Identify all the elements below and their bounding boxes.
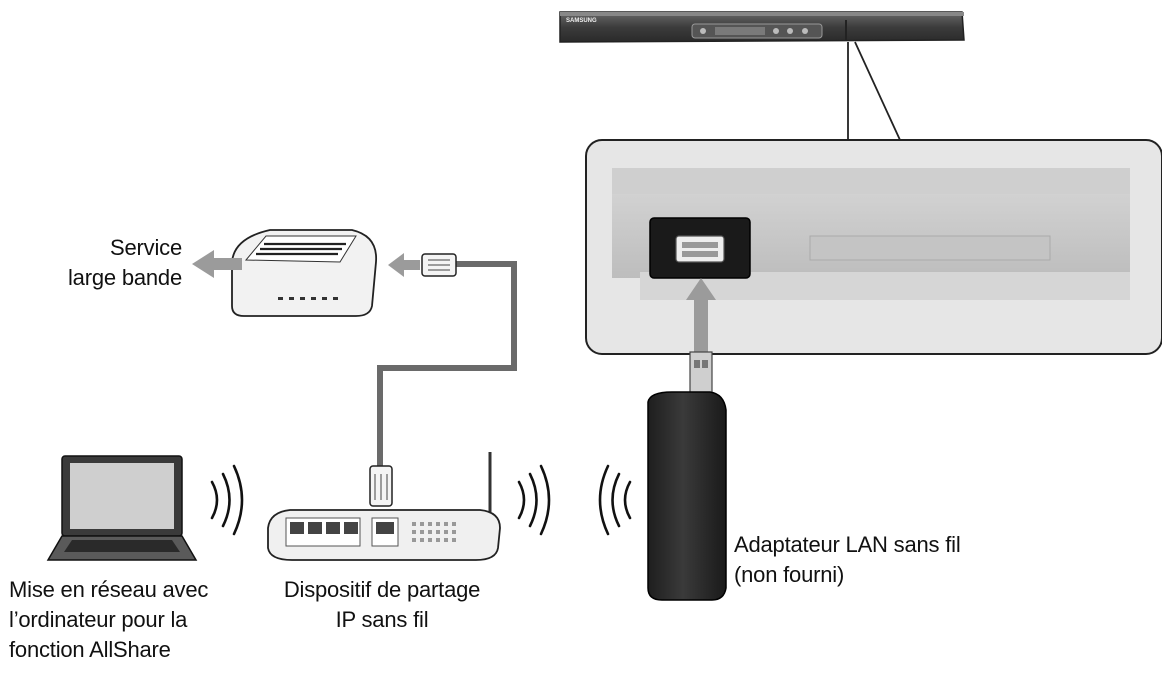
callout-lines xyxy=(847,41,901,141)
broadband-label-line-1: Service xyxy=(110,235,182,260)
broadband-label-line-2: large bande xyxy=(67,265,182,290)
player-brand-text: SAMSUNG xyxy=(566,18,597,24)
adapter-label-line-2: (non fourni) xyxy=(734,562,845,587)
rj45-plug-bottom xyxy=(369,465,393,507)
computer-label-line-2: l’ordinateur pour la xyxy=(9,607,188,632)
wifi-waves-router xyxy=(517,464,551,536)
adapter-label-line-1: Adaptateur LAN sans fil xyxy=(734,532,961,557)
wireless-adapter-label: Adaptateur LAN sans fil (non fourni) xyxy=(734,530,961,590)
zoom-callout-box xyxy=(585,139,1162,355)
blu-ray-player: SAMSUNG xyxy=(559,11,965,43)
router-label-line-2: IP sans fil xyxy=(335,607,429,632)
broadband-arrow xyxy=(192,250,242,278)
laptop-computer xyxy=(46,455,198,561)
computer-label-line-3: fonction AllShare xyxy=(9,637,171,662)
broadband-service-label: Service large bande xyxy=(60,233,182,293)
wifi-waves-laptop xyxy=(210,464,244,536)
usb-port xyxy=(649,217,751,279)
computer-label-line-1: Mise en réseau avec xyxy=(9,577,209,602)
broadband-modem xyxy=(231,229,377,317)
router-label-line-1: Dispositif de partage xyxy=(283,577,481,602)
computer-networking-label: Mise en réseau avec l’ordinateur pour la… xyxy=(9,575,208,665)
rj45-plug-top xyxy=(421,253,457,277)
wifi-waves-adapter xyxy=(598,464,632,536)
wireless-lan-adapter xyxy=(647,351,727,601)
wireless-router-label: Dispositif de partage IP sans fil xyxy=(262,575,502,635)
wireless-router xyxy=(267,452,501,561)
cable-to-modem-arrow xyxy=(388,253,420,277)
ethernet-cable xyxy=(369,253,517,507)
